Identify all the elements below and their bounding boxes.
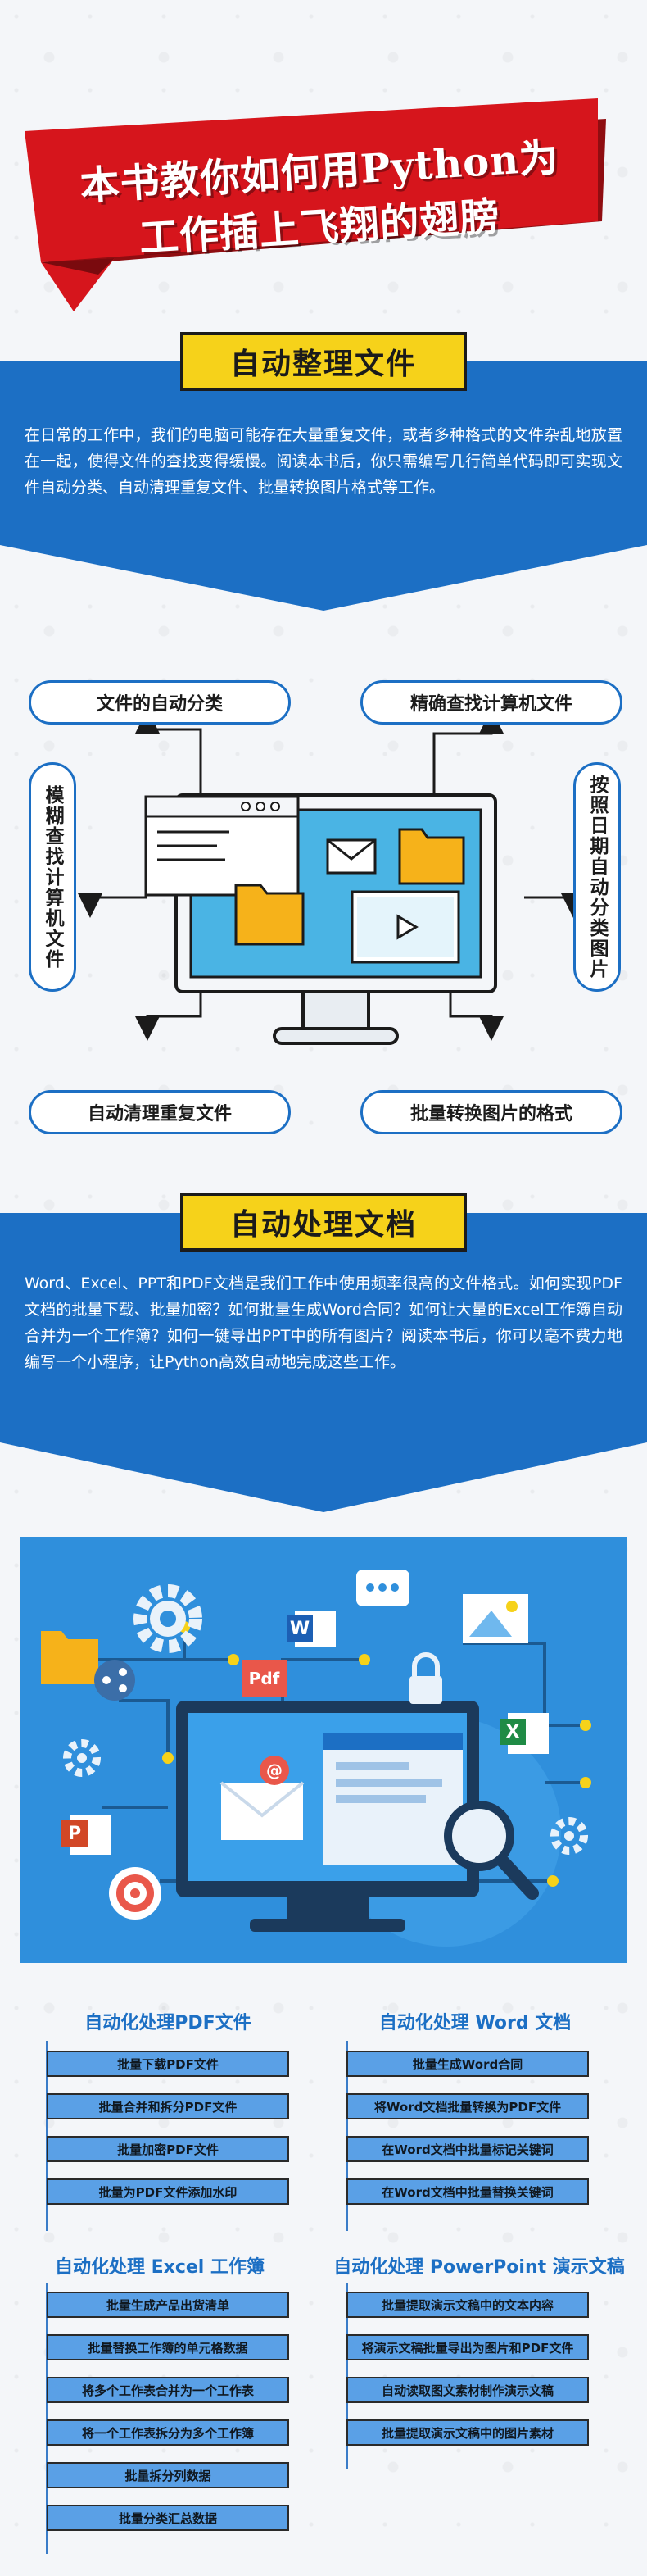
task-item: 批量拆分列数据: [47, 2462, 289, 2488]
feature-date-classify-images: 按照日期自动分类图片: [573, 762, 621, 992]
task-item: 批量生成Word合同: [346, 2051, 589, 2077]
lock-icon: [409, 1656, 442, 1705]
task-item: 将多个工作表合并为一个工作表: [47, 2377, 289, 2403]
share-icon: [94, 1660, 135, 1701]
pdf-icon: Pdf: [248, 1668, 280, 1688]
file-features-diagram: 文件的自动分类 精确查找计算机文件 模糊查找计算机文件 按照日期自动分类图片 自…: [0, 656, 647, 1180]
group-title-excel: 自动化处理 Excel 工作簿: [54, 2257, 265, 2278]
feature-auto-classify: 文件的自动分类: [29, 680, 291, 725]
group-title-powerpoint: 自动化处理 PowerPoint 演示文稿: [333, 2257, 625, 2278]
task-item: 批量生成产品出货清单: [47, 2292, 289, 2318]
title-banner: 本书教你如何用Python为 工作插上飞翔的翅膀: [25, 98, 614, 320]
task-item: 批量下载PDF文件: [47, 2051, 289, 2077]
excel-icon: X: [505, 1721, 520, 1742]
task-item: 自动读取图文素材制作演示文稿: [346, 2377, 589, 2403]
feature-convert-image-format: 批量转换图片的格式: [360, 1090, 622, 1134]
gear-icon: [135, 1586, 201, 1651]
task-item: 批量加密PDF文件: [47, 2136, 289, 2162]
task-item: 在Word文档中批量替换关键词: [346, 2178, 589, 2205]
folder-icon: [41, 1631, 98, 1684]
section-auto-files-title: 自动整理文件: [180, 332, 467, 391]
automation-task-groups: 自动化处理PDF文件 批量下载PDF文件 批量合并和拆分PDF文件 批量加密PD…: [0, 1992, 647, 2565]
task-item: 批量为PDF文件添加水印: [47, 2178, 289, 2205]
task-item: 将Word文档批量转换为PDF文件: [346, 2093, 589, 2119]
section-auto-documents-title: 自动处理文档: [180, 1193, 467, 1252]
task-item: 批量提取演示文稿中的图片素材: [346, 2419, 589, 2446]
task-item: 在Word文档中批量标记关键词: [346, 2136, 589, 2162]
at-icon: @: [266, 1760, 283, 1780]
section-auto-documents-text: Word、Excel、PPT和PDF文档是我们工作中使用频率很高的文件格式。如何…: [25, 1274, 622, 1371]
task-item: 批量替换工作簿的单元格数据: [47, 2334, 289, 2360]
task-item: 将一个工作表拆分为多个工作簿: [47, 2419, 289, 2446]
word-icon: W: [289, 1618, 310, 1639]
task-item: 批量分类汇总数据: [47, 2505, 289, 2531]
task-item: 批量合并和拆分PDF文件: [47, 2093, 289, 2119]
task-item: 批量提取演示文稿中的文本内容: [346, 2292, 589, 2318]
powerpoint-icon: P: [67, 1823, 82, 1844]
magnifier-icon: [446, 1803, 536, 1897]
group-title-pdf: 自动化处理PDF文件: [84, 2013, 251, 2033]
task-item: 将演示文稿批量导出为图片和PDF文件: [346, 2334, 589, 2360]
office-automation-illustration: Pdf W X P @: [20, 1537, 627, 1963]
monitor-icon: [176, 1701, 479, 1930]
feature-fuzzy-search: 模糊查找计算机文件: [29, 762, 76, 992]
section-auto-files: 在日常的工作中，我们的电脑可能存在大量重复文件，或者多种格式的文件杂乱地放置在一…: [0, 361, 647, 615]
group-title-word: 自动化处理 Word 文档: [378, 2013, 572, 2033]
chat-icon: [356, 1570, 409, 1606]
feature-precise-search: 精确查找计算机文件: [360, 680, 622, 725]
section-auto-documents: Word、Excel、PPT和PDF文档是我们工作中使用频率很高的文件格式。如何…: [0, 1213, 647, 1516]
feature-clean-duplicates: 自动清理重复文件: [29, 1090, 291, 1134]
section-auto-files-text: 在日常的工作中，我们的电脑可能存在大量重复文件，或者多种格式的文件杂乱地放置在一…: [25, 426, 622, 497]
target-icon: [109, 1867, 161, 1920]
image-icon: [463, 1594, 528, 1643]
